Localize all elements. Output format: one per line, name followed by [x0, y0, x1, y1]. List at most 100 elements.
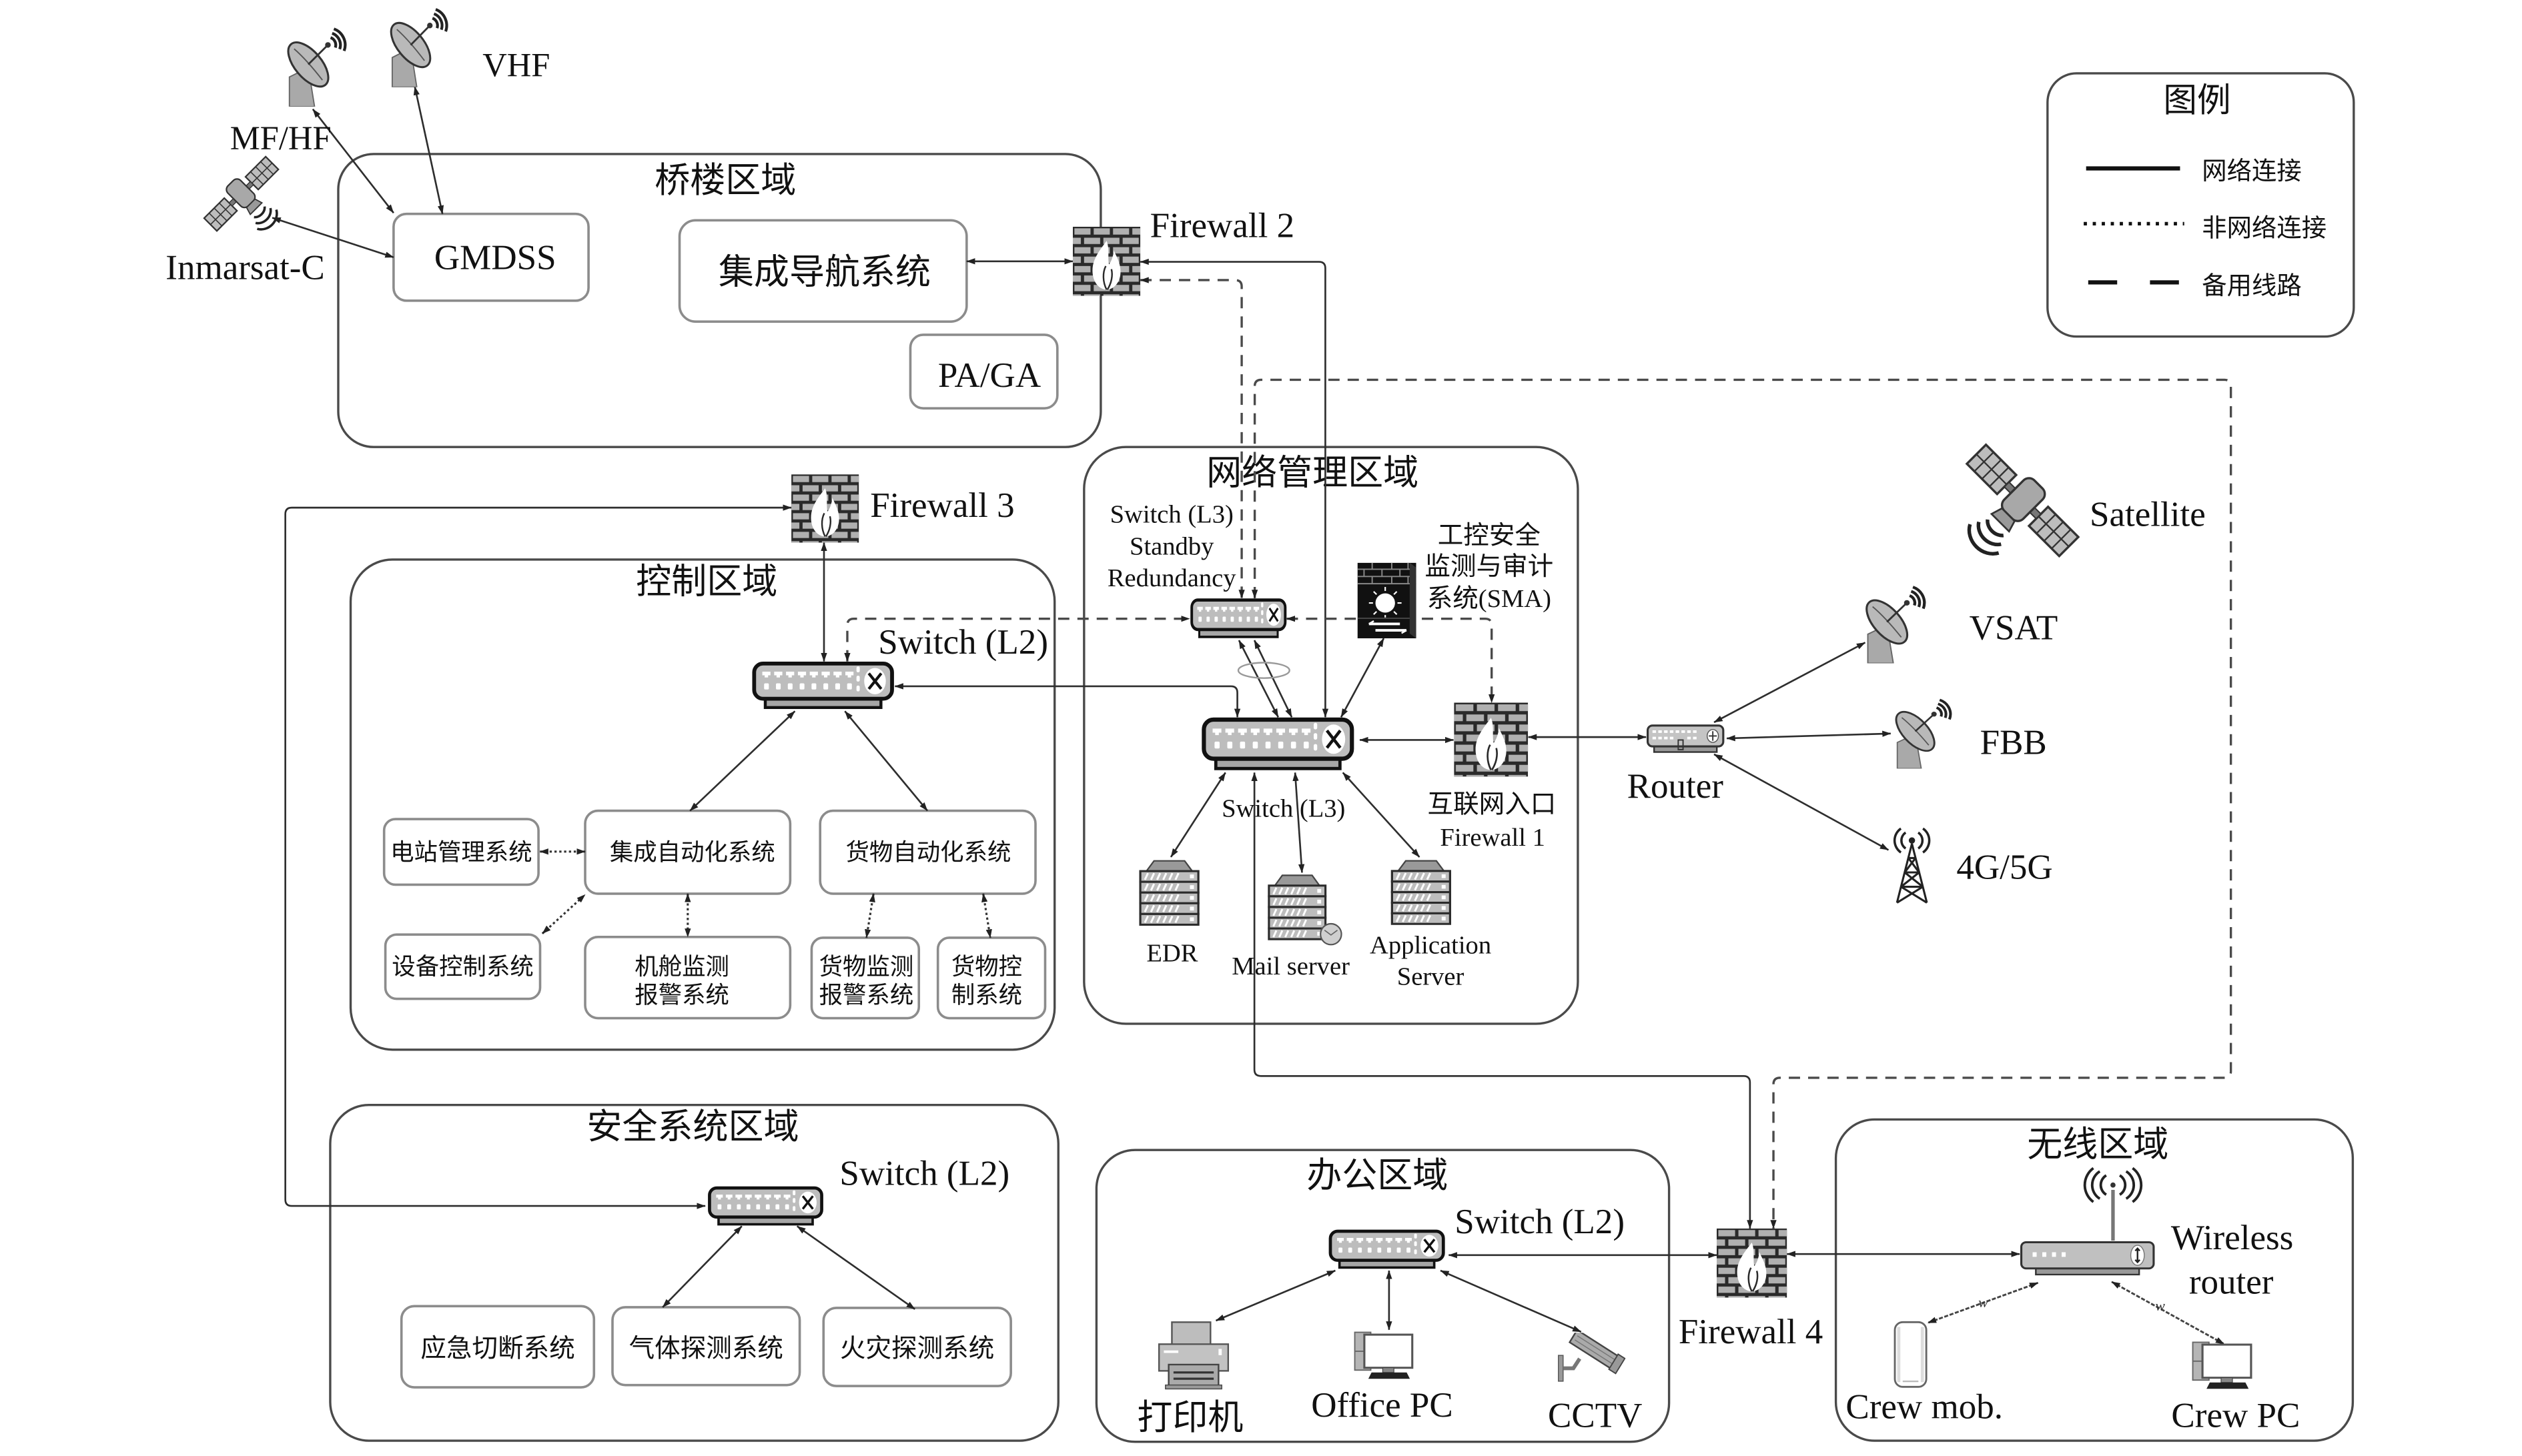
- legend-item-standby: 备用线路: [2202, 272, 2301, 300]
- firewall-3-label: Firewall 3: [870, 486, 1014, 525]
- legend-item-network: 网络连接: [2202, 157, 2301, 185]
- crew-mobile-label: Crew mob.: [1845, 1387, 2003, 1426]
- zone-safety-border: [329, 1104, 1060, 1442]
- security-appliance-icon: [1357, 562, 1416, 639]
- zone-wireless-title: 无线区域: [2027, 1125, 2168, 1164]
- device-firewall-3: Firewall 3: [791, 474, 1015, 543]
- power-management-label: 电站管理系统: [390, 838, 532, 865]
- server-icon: [1390, 860, 1451, 925]
- fbb-label: FBB: [1980, 724, 2047, 762]
- emergency-shutdown-box: [400, 1305, 596, 1389]
- firewall-2-label: Firewall 2: [1150, 207, 1294, 245]
- satellite-label: Satellite: [2090, 495, 2206, 534]
- pa-ga-box: [909, 333, 1059, 410]
- integrated-automation-label: 集成自动化系统: [610, 838, 775, 865]
- device-mf-hf-antenna: MF/HF: [230, 29, 346, 157]
- printer-icon: [1158, 1321, 1230, 1390]
- cargo-monitoring-alarm-label-line-1: 货物监测: [819, 953, 914, 980]
- link-control-switch-cargo-automation: [844, 710, 929, 812]
- firewall-1-label-line-1: 互联网入口: [1428, 791, 1557, 819]
- device-core-switch: Switch (L3): [1204, 720, 1352, 823]
- link-router-vsat: [1713, 642, 1866, 724]
- sma-label-line-1: 工控安全: [1438, 522, 1541, 550]
- legend-title: 图例: [2163, 82, 2230, 119]
- mail-server-icon: [1268, 874, 1327, 940]
- device-wireless-router: Wireless router: [2020, 1167, 2293, 1301]
- satellite-icon: [198, 151, 304, 257]
- cargo-control-label-line-1: 货物控: [951, 953, 1022, 980]
- cargo-monitoring-alarm-label-line-2: 报警系统: [819, 981, 914, 1008]
- power-management-box: [382, 818, 540, 886]
- link-core-switch-application-server: [1342, 772, 1420, 858]
- desktop-pc-icon: [2192, 1341, 2252, 1390]
- firewall-icon: [1454, 702, 1529, 777]
- satellite-dish-icon: [281, 29, 345, 107]
- device-safety-switch: Switch (L2): [709, 1155, 1009, 1225]
- link-core-switch-edr: [1170, 772, 1226, 858]
- sma-label-line-3: 系统(SMA): [1427, 584, 1551, 613]
- router-icon: [1646, 724, 1725, 754]
- satellite-icon: [1930, 438, 2085, 593]
- engine-room-alarm-label-line-2: 报警系统: [635, 981, 729, 1008]
- gas-detection-label: 气体探测系统: [629, 1335, 783, 1363]
- application-server-label-line-2: Server: [1397, 963, 1464, 991]
- device-4g5g: 4G/5G: [1893, 827, 2053, 904]
- zone-safety-title: 安全系统区域: [586, 1108, 799, 1147]
- link-sma-core-switch: [1340, 638, 1385, 718]
- device-cctv: CCTV: [1548, 1329, 1642, 1435]
- office-pc-label: Office PC: [1311, 1386, 1453, 1425]
- link-router-fbb: [1726, 730, 1892, 742]
- crew-pc-label: Crew PC: [2171, 1397, 2300, 1435]
- edr-label: EDR: [1146, 940, 1198, 968]
- integrated-navigation-label: 集成导航系统: [719, 253, 931, 292]
- satellite-dish-icon: [1889, 700, 1950, 768]
- link-core-switch-control-switch: [894, 683, 1241, 718]
- satellite-dish-icon: [384, 9, 446, 87]
- zone-wireless: 无线区域: [1834, 1118, 2355, 1442]
- firewall-icon: [1072, 226, 1141, 296]
- standby-switch-label-line-2: Standby: [1130, 533, 1214, 561]
- cellular-label: 4G/5G: [1956, 848, 2052, 887]
- router-label: Router: [1627, 767, 1724, 806]
- standby-link-standby-switch-firewall-4: [1251, 378, 2232, 1229]
- device-office-switch: Switch (L2): [1330, 1203, 1625, 1267]
- device-crew-pc: Crew PC: [2171, 1341, 2300, 1435]
- safety-switch-label: Switch (L2): [839, 1155, 1009, 1193]
- link-aggregation-ellipse: [1237, 662, 1290, 679]
- zone-network-management-title: 网络管理区域: [1206, 454, 1418, 492]
- devices: MF/HF VHF Inmarsat-C Firewall 2 Firewall…: [165, 9, 2300, 1437]
- cargo-automation-label: 货物自动化系统: [845, 838, 1011, 865]
- wireless-router-label-line-2: router: [2189, 1263, 2274, 1301]
- standby-link-control-switch-standby-switch: [844, 616, 1190, 662]
- firewall-icon: [791, 474, 859, 543]
- application-server-label-line-1: Application: [1370, 932, 1491, 960]
- device-inmarsat-c: Inmarsat-C: [165, 151, 325, 287]
- device-printer: 打印机: [1137, 1321, 1243, 1437]
- device-firewall-4: Firewall 4: [1679, 1228, 1823, 1351]
- mail-envelope-flap: [1324, 929, 1338, 936]
- wireless-router-label-line-1: Wireless: [2171, 1219, 2293, 1257]
- cargo-control-label-line-2: 制系统: [951, 981, 1022, 1008]
- mobile-phone-icon: [1894, 1321, 1928, 1388]
- legend: 图例 网络连接 非网络连接 备用线路: [2046, 72, 2355, 338]
- wifi-antenna-icon: [2083, 1167, 2143, 1241]
- zone-bridge-title: 桥楼区域: [655, 161, 796, 200]
- wireless-link-label: w: [1978, 1295, 1988, 1311]
- link-control-switch-integrated-automation: [689, 710, 796, 812]
- link-office-switch-cctv: [1440, 1269, 1582, 1333]
- device-fbb: FBB: [1889, 700, 2047, 768]
- firewall-1-label-line-2: Firewall 1: [1440, 824, 1545, 852]
- standby-switch-label-line-1: Switch (L3): [1110, 501, 1234, 529]
- network-switch-icon: [1192, 600, 1285, 637]
- zone-bridge-border: [337, 153, 1102, 448]
- mail-envelope-icon: [1320, 922, 1342, 946]
- link-firewall-3-safety-switch: [284, 504, 792, 1209]
- link-wireless-crew-mobile: [1927, 1281, 2039, 1324]
- link-office-switch-printer: [1215, 1269, 1336, 1322]
- link-wireless-crew-pc: [2111, 1281, 2225, 1345]
- device-vsat: VSAT: [1859, 587, 2058, 663]
- mail-server-label: Mail server: [1232, 952, 1350, 980]
- control-switch-label: Switch (L2): [878, 623, 1048, 662]
- device-router: Router: [1627, 724, 1725, 806]
- gmdss-label: GMDSS: [434, 239, 556, 277]
